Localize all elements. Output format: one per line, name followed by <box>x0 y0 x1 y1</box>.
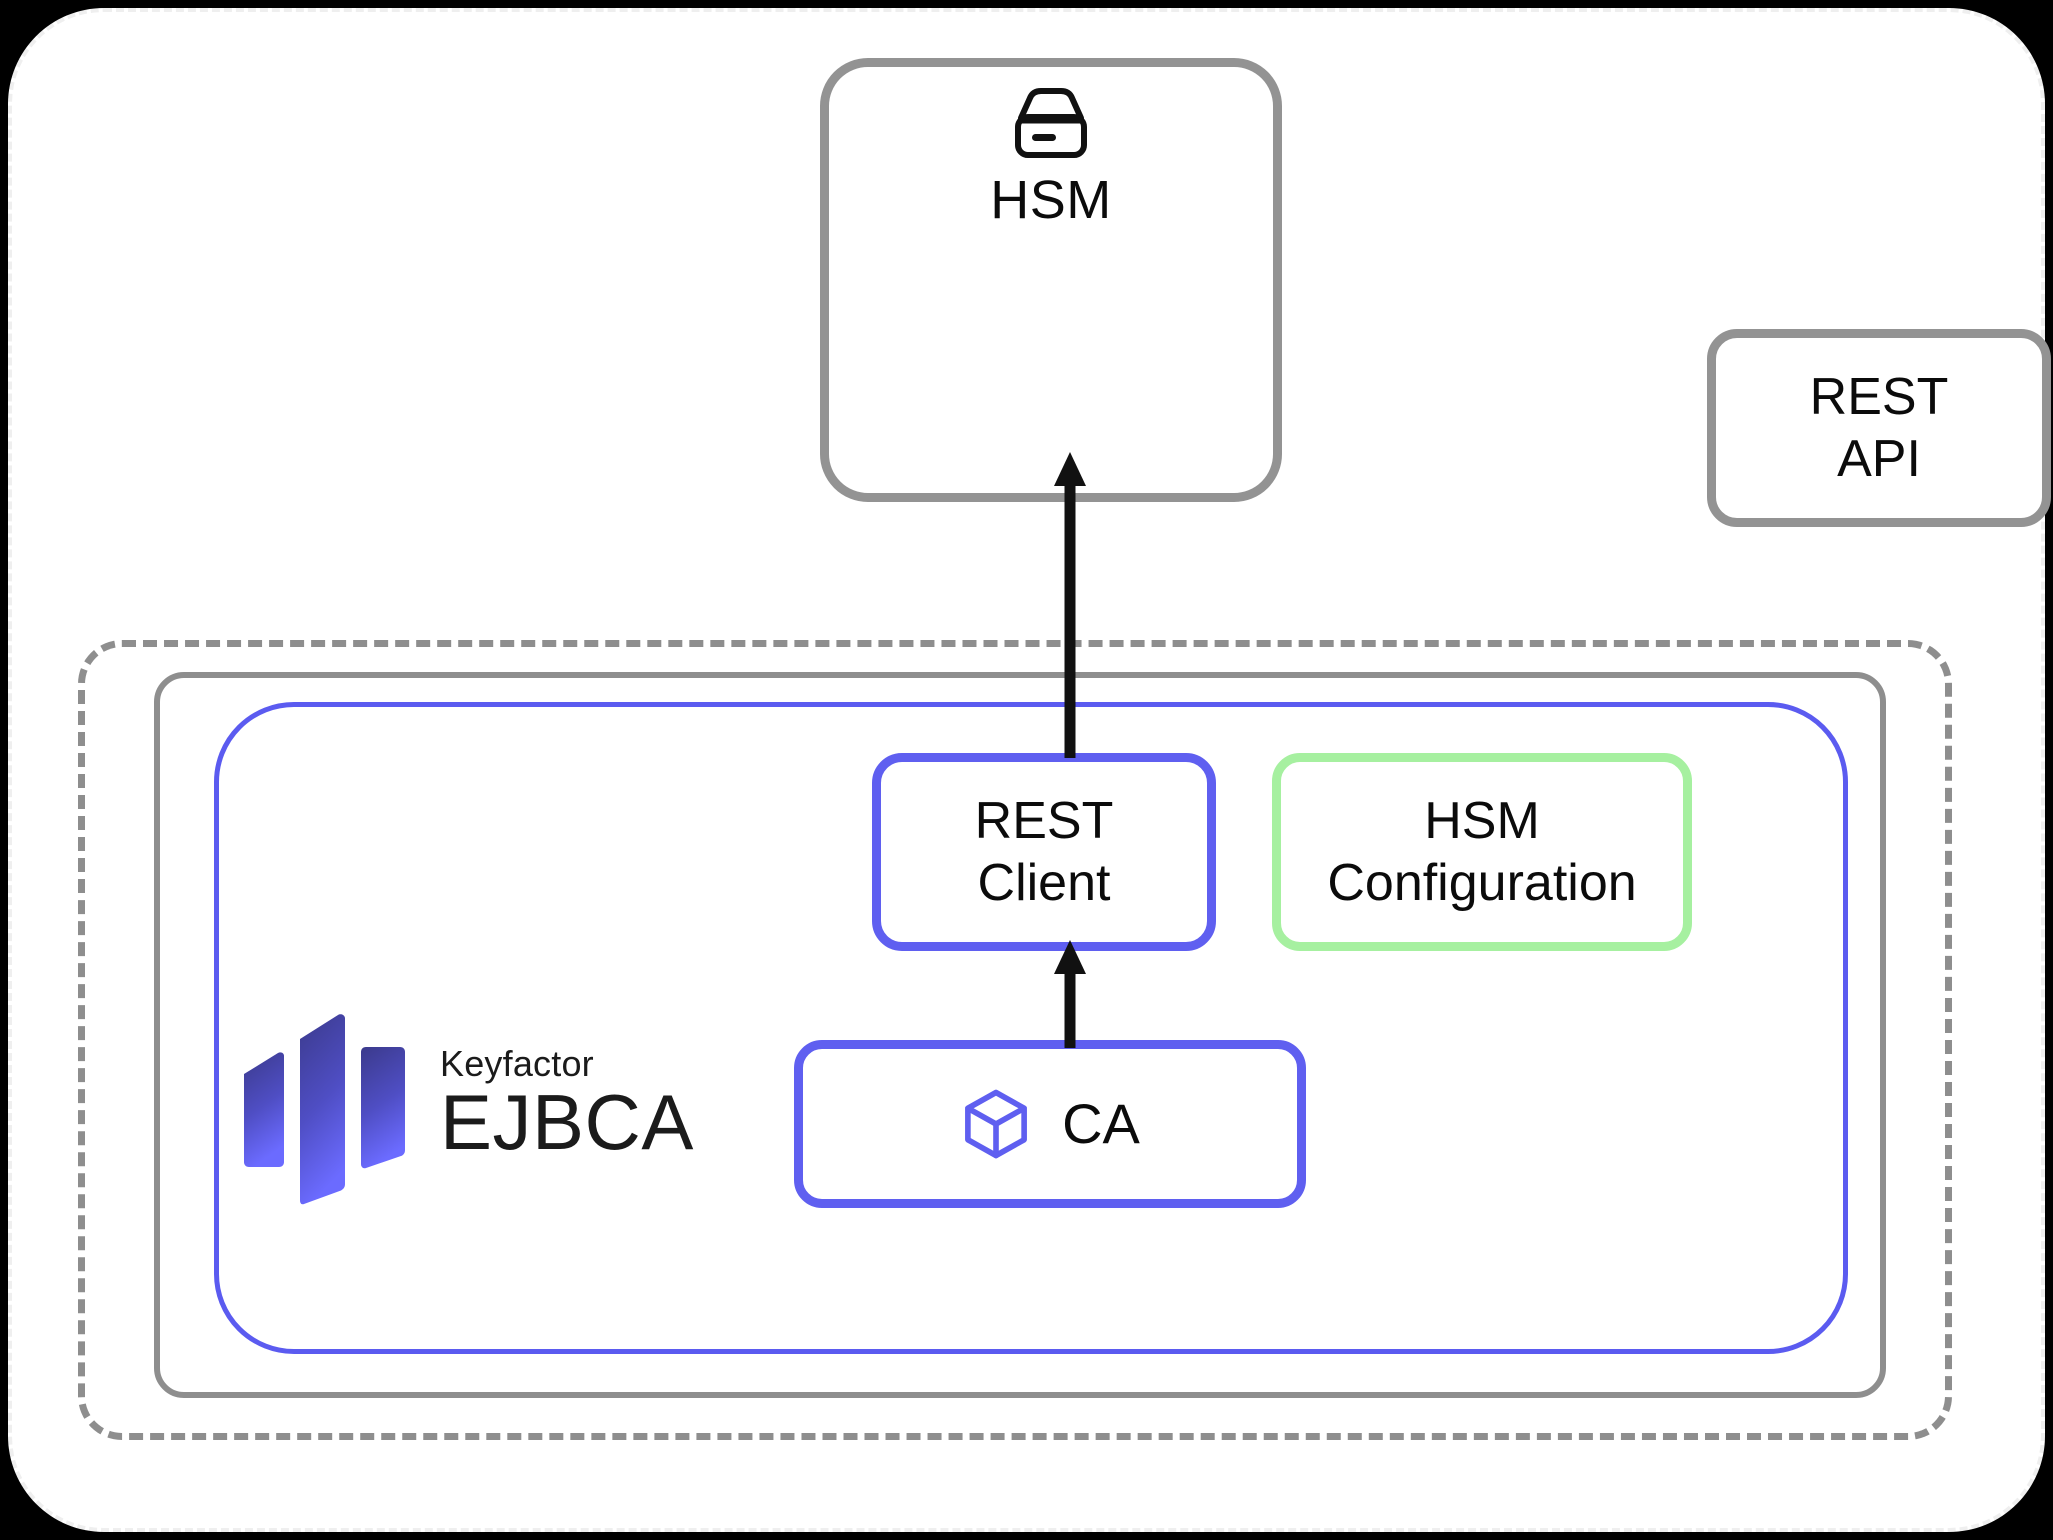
ejbca-product-text: EJBCA <box>440 1078 694 1167</box>
hsm-label: HSM <box>990 170 1112 230</box>
rest-api-node[interactable]: REST API <box>1707 329 2051 527</box>
rest-api-line-1: REST <box>1809 367 1949 426</box>
arrow-ca-to-rest-client <box>1054 940 1086 1048</box>
rest-client-node[interactable]: REST Client <box>872 753 1216 951</box>
hsm-configuration-node[interactable]: HSM Configuration <box>1272 753 1692 951</box>
hsm-node[interactable]: HSM REST API <box>820 58 2051 527</box>
rest-client-line-2: Client <box>977 854 1111 912</box>
hsm-config-line-2: Configuration <box>1327 854 1637 912</box>
arrow-rest-client-to-rest-api <box>1054 452 1086 758</box>
rest-client-line-1: REST <box>974 791 1114 850</box>
ejbca-logo: Keyfactor EJBCA <box>238 1005 718 1210</box>
ca-node[interactable]: CA <box>794 1040 1306 1208</box>
keyfactor-brand-text: Keyfactor <box>440 1042 594 1084</box>
hsm-config-line-1: HSM <box>1424 791 1540 850</box>
dashed-boundary-container <box>78 640 1952 1440</box>
rest-api-line-2: API <box>1837 430 1921 488</box>
cube-icon <box>965 1089 1028 1159</box>
gray-boundary-container <box>154 672 1886 1398</box>
hard-drive-icon <box>1005 85 1097 163</box>
ejbca-wordmark: Keyfactor EJBCA <box>440 1042 694 1167</box>
keyfactor-bars-icon <box>244 1013 405 1204</box>
ejbca-container <box>214 702 1848 1354</box>
ca-label: CA <box>1062 1092 1140 1155</box>
